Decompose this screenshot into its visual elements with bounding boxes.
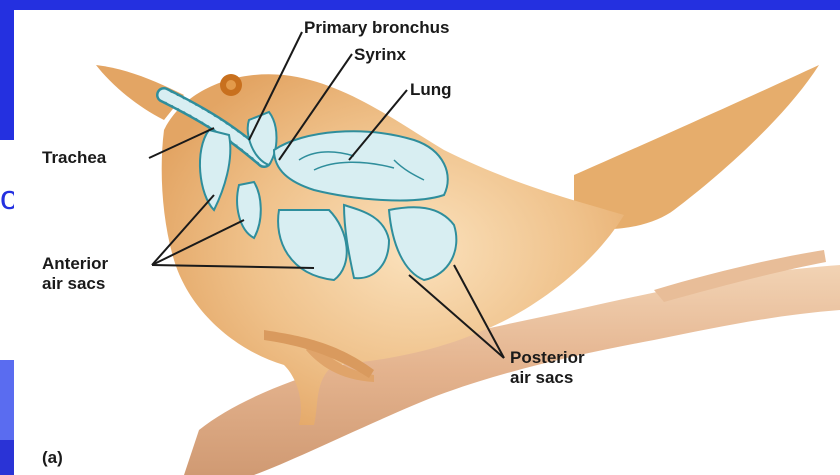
slide-frame-top: [0, 0, 840, 10]
label-primary-bronchus: Primary bronchus: [304, 18, 450, 37]
label-anterior-air-sacs-line1: Anterior: [42, 254, 108, 273]
slide-frame-left-lower: [0, 360, 14, 440]
label-anterior-air-sacs-line2: air sacs: [42, 274, 105, 293]
slide-frame-left: [0, 10, 14, 140]
panel-label: (a): [42, 448, 63, 467]
bird-tail: [574, 65, 819, 229]
label-lung: Lung: [410, 80, 452, 99]
slide-text-fragment: o: [0, 178, 14, 218]
bird-respiratory-diagram: Primary bronchus Syrinx Lung Trachea Ant…: [14, 10, 840, 475]
label-syrinx: Syrinx: [354, 45, 406, 64]
label-trachea: Trachea: [42, 148, 106, 167]
label-posterior-air-sacs-line2: air sacs: [510, 368, 573, 387]
label-posterior-air-sacs-line1: Posterior: [510, 348, 585, 367]
slide-frame-left-white: [0, 140, 14, 360]
